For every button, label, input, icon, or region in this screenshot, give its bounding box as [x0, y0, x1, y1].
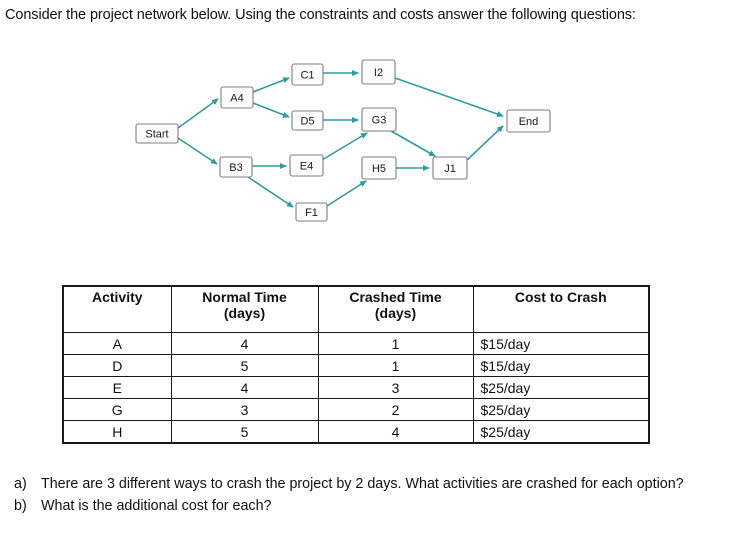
- header-crashed-time: Crashed Time (days): [317, 285, 474, 333]
- edge-a4-c1: [252, 77, 290, 93]
- cell-crashed: 2: [317, 398, 474, 421]
- problem-statement: Consider the project network below. Usin…: [5, 7, 636, 23]
- cell-cost: $25/day: [472, 376, 650, 399]
- table-row: E 4 3 $25/day: [62, 376, 650, 399]
- cell-normal: 5: [170, 354, 319, 377]
- cell-activity: G: [62, 398, 172, 421]
- cell-cost: $15/day: [472, 332, 650, 355]
- node-b3: B3: [219, 156, 253, 178]
- node-start: Start: [135, 123, 179, 144]
- edge-i2-end: [394, 77, 504, 117]
- cell-normal: 5: [170, 420, 319, 444]
- svg-text:F1: F1: [305, 207, 318, 219]
- svg-text:Start: Start: [145, 129, 168, 141]
- node-i2: I2: [361, 59, 396, 85]
- node-d5: D5: [291, 110, 324, 131]
- svg-text:H5: H5: [372, 163, 386, 175]
- cell-activity: H: [62, 420, 172, 444]
- node-j1: J1: [432, 156, 468, 180]
- svg-text:D5: D5: [300, 116, 314, 128]
- svg-text:A4: A4: [230, 93, 243, 105]
- question-b-text: What is the additional cost for each?: [41, 498, 272, 514]
- header-cost-to-crash: Cost to Crash: [472, 285, 650, 333]
- question-a: a) There are 3 different ways to crash t…: [14, 473, 720, 495]
- edge-e4-g3: [321, 132, 368, 161]
- node-c1: C1: [291, 63, 324, 86]
- svg-text:End: End: [519, 116, 539, 128]
- cell-cost: $15/day: [472, 354, 650, 377]
- table-row: H 5 4 $25/day: [62, 420, 650, 444]
- node-f1: F1: [295, 202, 328, 222]
- svg-text:B3: B3: [229, 162, 242, 174]
- svg-text:J1: J1: [444, 163, 456, 175]
- table-row: A 4 1 $15/day: [62, 332, 650, 355]
- header-normal-time: Normal Time (days): [170, 285, 319, 333]
- cell-cost: $25/day: [472, 398, 650, 421]
- question-b: b) What is the additional cost for each?: [14, 495, 720, 517]
- cell-crashed: 3: [317, 376, 474, 399]
- table-row: D 5 1 $15/day: [62, 354, 650, 377]
- cell-normal: 3: [170, 398, 319, 421]
- edge-start-b3: [177, 137, 218, 165]
- cell-activity: E: [62, 376, 172, 399]
- node-g3: G3: [361, 107, 397, 132]
- edge-j1-end: [466, 125, 504, 161]
- question-list: a) There are 3 different ways to crash t…: [14, 473, 720, 517]
- svg-text:I2: I2: [374, 67, 383, 79]
- svg-text:G3: G3: [372, 115, 387, 127]
- header-activity: Activity: [62, 285, 172, 333]
- edge-b3-f1: [247, 176, 294, 208]
- cell-normal: 4: [170, 376, 319, 399]
- edge-g3-j1: [390, 130, 436, 157]
- cell-crashed: 1: [317, 332, 474, 355]
- question-a-label: a): [14, 476, 27, 492]
- cell-normal: 4: [170, 332, 319, 355]
- svg-text:C1: C1: [300, 70, 314, 82]
- edge-f1-h5: [326, 180, 367, 207]
- node-end: End: [506, 109, 551, 133]
- cell-cost: $25/day: [472, 420, 650, 444]
- cell-crashed: 4: [317, 420, 474, 444]
- edge-start-a4: [177, 98, 219, 129]
- table-row: G 3 2 $25/day: [62, 398, 650, 421]
- crash-cost-table: Activity Normal Time (days) Crashed Time…: [62, 285, 650, 444]
- node-e4: E4: [289, 154, 324, 177]
- node-a4: A4: [220, 86, 254, 109]
- project-network-diagram: Start A4 B3 C1 D5 E4 F1 I2: [135, 59, 551, 222]
- table-header-row: Activity Normal Time (days) Crashed Time…: [62, 285, 650, 333]
- question-a-text: There are 3 different ways to crash the …: [41, 476, 684, 492]
- cell-activity: A: [62, 332, 172, 355]
- svg-text:E4: E4: [300, 161, 313, 173]
- cell-activity: D: [62, 354, 172, 377]
- question-b-label: b): [14, 498, 27, 514]
- edge-a4-d5: [252, 102, 290, 118]
- node-h5: H5: [361, 156, 397, 180]
- cell-crashed: 1: [317, 354, 474, 377]
